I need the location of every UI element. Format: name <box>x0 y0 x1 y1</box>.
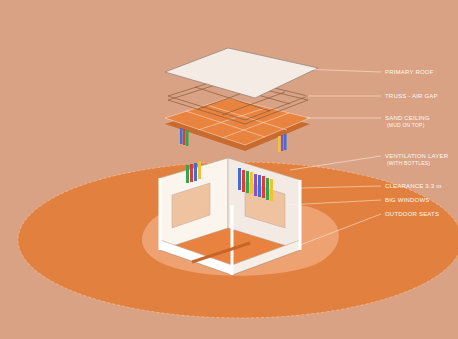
part-label: BIG WINDOWS <box>385 197 430 204</box>
column <box>231 205 234 275</box>
front-wall <box>160 240 232 275</box>
part-label: CLEARANCE 3.3 m <box>385 183 441 190</box>
column <box>159 178 162 250</box>
big-window <box>172 183 210 228</box>
part-label: PRIMARY ROOF <box>385 69 434 76</box>
part-label: VENTILATION LAYER <box>385 153 448 160</box>
site-ellipse <box>18 162 458 318</box>
bottles <box>180 128 287 152</box>
outdoor-seat <box>192 243 250 262</box>
back-right-wall <box>228 158 300 250</box>
part-label: SAND CEILING <box>385 115 430 122</box>
part-label: OUTDOOR SEATS <box>385 211 439 218</box>
sub-label: (MUD ON TOP) <box>387 122 425 128</box>
back-left-wall <box>160 158 228 250</box>
sub-label: (WITH BOTTLES) <box>387 160 430 166</box>
part-label: TRUSS - AIR GAP <box>385 93 438 100</box>
leader-lines <box>286 69 381 245</box>
column <box>299 180 302 250</box>
primary-roof <box>165 48 318 98</box>
bottles <box>186 161 273 201</box>
